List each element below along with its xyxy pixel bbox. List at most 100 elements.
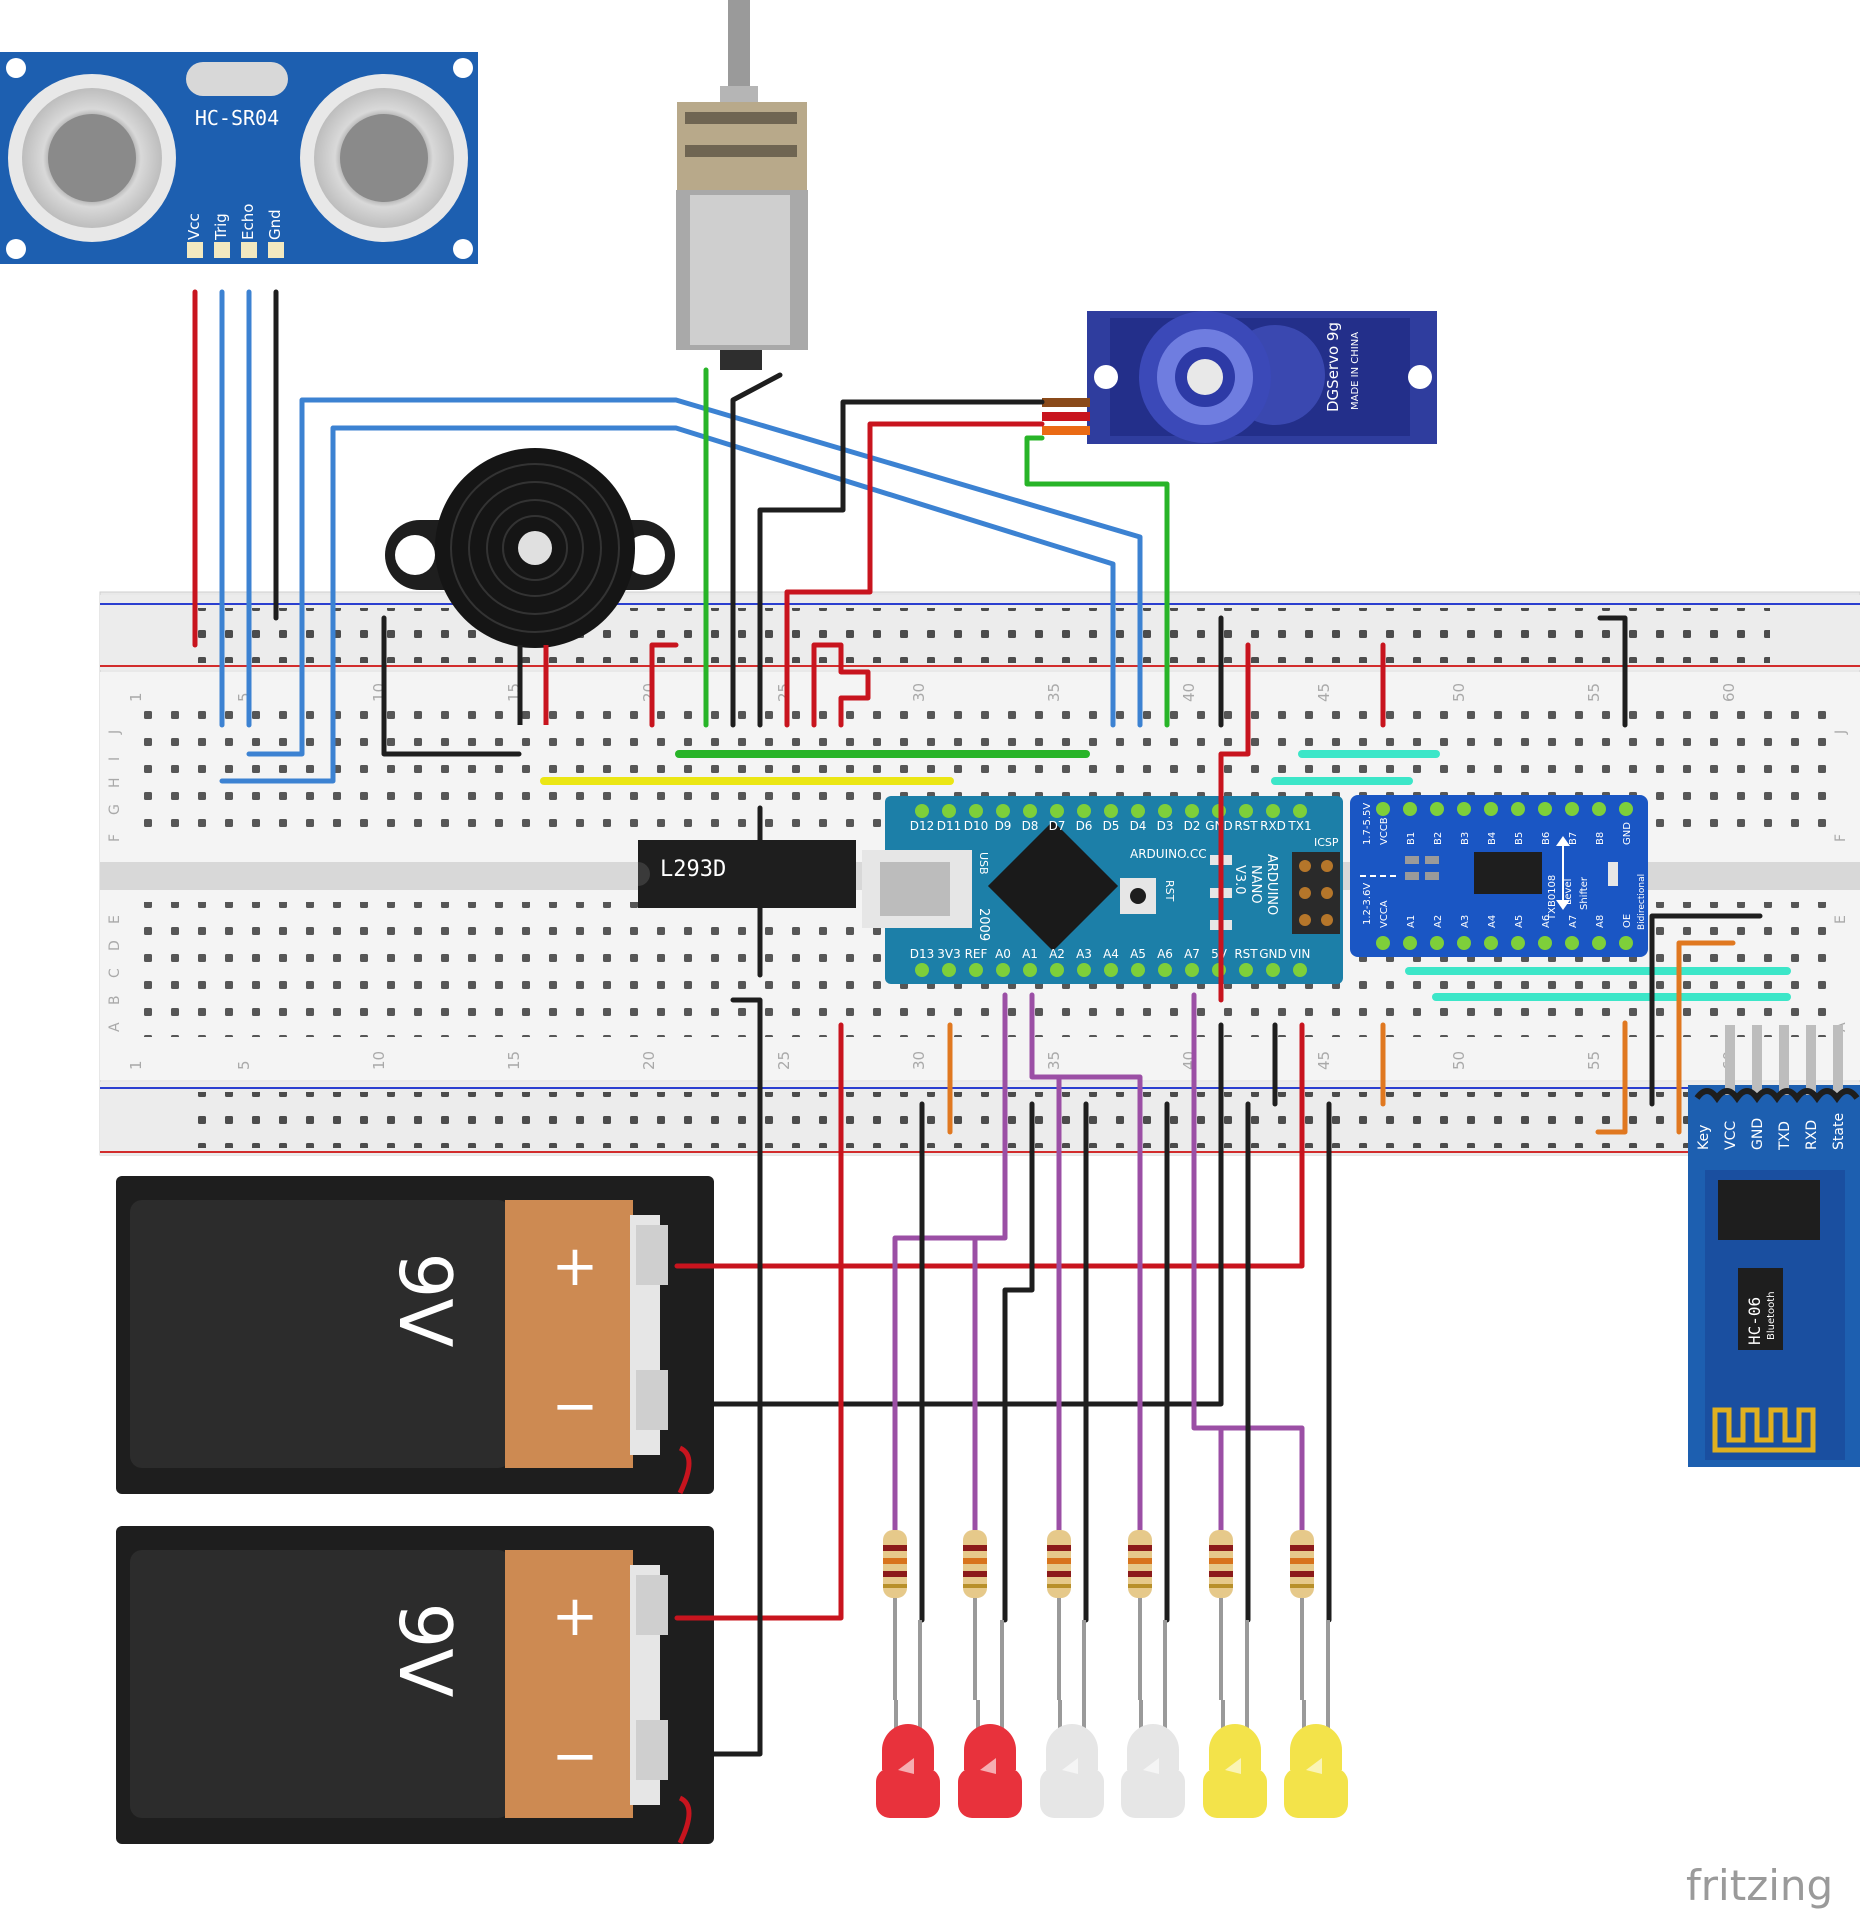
nano-bottom-pin-label: GND [1259, 947, 1287, 961]
col-number-bottom: 20 [640, 1051, 658, 1070]
battery-1-plus: + [552, 1234, 599, 1299]
battery-2-plus: + [552, 1584, 599, 1649]
nano-top-pin-label: D2 [1184, 819, 1201, 833]
ls-top-pad [1430, 802, 1444, 816]
wire-red-jumper-1 [649, 642, 679, 728]
nano-bottom-pin-label: A3 [1076, 947, 1092, 961]
row-letter-d: D [107, 940, 123, 951]
led-body [882, 1724, 934, 1770]
gear-motor [676, 0, 808, 370]
bt-pin-label: State [1831, 1113, 1847, 1150]
led-body [1046, 1724, 1098, 1770]
resistor [883, 1530, 907, 1700]
col-number-bottom: 55 [1585, 1051, 1603, 1070]
bt-model: HC-06 [1745, 1297, 1764, 1345]
nano-bottom-pin-label: A2 [1049, 947, 1065, 961]
nano-bottom-pad [1158, 963, 1172, 977]
col-number-top: 45 [1315, 683, 1333, 702]
nano-top-pin-label: RXD [1260, 819, 1286, 833]
led-body [1127, 1724, 1179, 1770]
nano-top-pin-label: D9 [995, 819, 1012, 833]
sensor-pin-echo-label: Echo [239, 204, 257, 240]
led [1203, 1620, 1267, 1818]
nano-top-pad [1239, 804, 1253, 818]
piezo-buzzer [385, 448, 675, 725]
resistor [1290, 1530, 1314, 1700]
nano-top-pad [1077, 804, 1091, 818]
nano-bottom-pin-label: A5 [1130, 947, 1146, 961]
wire-servo-vcc [784, 421, 1045, 728]
row-letter-g: G [107, 804, 123, 815]
ls-bottom-pin-label: A5 [1514, 915, 1525, 928]
led-group [876, 1620, 1348, 1818]
row-letter-b: B [107, 995, 123, 1005]
nano-top-pad [1131, 804, 1145, 818]
col-number-bottom: 25 [775, 1051, 793, 1070]
led-body [964, 1724, 1016, 1770]
ls-bottom-pin-label: A3 [1460, 915, 1471, 928]
bt-sub: Bluetooth [1766, 1291, 1777, 1340]
wire-led-4 [1056, 1074, 1143, 1533]
row-letter-c: C [107, 968, 123, 978]
nano-bottom-pad [1104, 963, 1118, 977]
ls-top-pin-label: B7 [1568, 832, 1579, 845]
nano-bottom-pin-label: D13 [910, 947, 935, 961]
nano-bottom-pad [1239, 963, 1253, 977]
nano-bottom-pad [969, 963, 983, 977]
nano-brand: ARDUINO.CC [1130, 847, 1207, 861]
ls-bottom-pin-label: A8 [1595, 915, 1606, 928]
ls-bottom-pin-label: A1 [1406, 915, 1417, 928]
ls-title-2: Level [1563, 879, 1574, 905]
wire-bat2-plus [674, 1022, 844, 1621]
nano-top-pad [1266, 804, 1280, 818]
col-number-bottom: 10 [370, 1051, 388, 1070]
bt-pin-label: GND [1750, 1118, 1766, 1150]
ls-top-pin-label: B4 [1487, 832, 1498, 845]
nano-bottom-pin-label: A6 [1157, 947, 1173, 961]
nano-bottom-pad [942, 963, 956, 977]
wire-led-3 [1029, 992, 1062, 1533]
led [958, 1620, 1022, 1818]
nano-model-line-1: ARDUINO [1264, 854, 1279, 915]
ls-top-pin-label: B5 [1514, 832, 1525, 845]
led [1121, 1620, 1185, 1818]
battery-2-minus: − [552, 1724, 599, 1789]
battery-2: + − 9V [116, 1526, 714, 1845]
nano-bottom-pad [1023, 963, 1037, 977]
wire-servo-signal [1024, 435, 1170, 728]
row-letter-a: A [107, 1022, 123, 1032]
ls-top-pin-label: VCCB [1379, 817, 1390, 845]
wire-rail-black-2 [1597, 615, 1628, 728]
nano-top-pin-label: D11 [937, 819, 962, 833]
nano-top-pad [915, 804, 929, 818]
resistor [1047, 1530, 1071, 1700]
nano-top-pad [1050, 804, 1064, 818]
nano-bottom-pad [1077, 963, 1091, 977]
row-letter-f-right: F [1833, 834, 1849, 842]
nano-bottom-pin-label: A4 [1103, 947, 1119, 961]
ls-top-pin-label: B8 [1595, 832, 1606, 845]
wire-bat1-plus [674, 1022, 1305, 1269]
wire-ls-orange [1676, 940, 1736, 1135]
nano-bottom-pin-label: A0 [995, 947, 1011, 961]
ls-bottom-pad [1430, 936, 1444, 950]
row-letter-f: F [107, 834, 123, 842]
ls-bottom-pad [1457, 936, 1471, 950]
col-number-top: 55 [1585, 683, 1603, 702]
wire-echo-route [219, 425, 1116, 784]
nano-rst: RST [1163, 880, 1176, 902]
nano-bottom-pad [1293, 963, 1307, 977]
row-letter-h: H [107, 777, 123, 788]
nano-icsp: ICSP [1314, 836, 1339, 849]
servo-brand: DGServo 9g [1324, 322, 1342, 412]
nano-bottom-pad [1050, 963, 1064, 977]
nano-top-pin-label: D5 [1103, 819, 1120, 833]
row-letter-j: J [107, 730, 123, 735]
ls-bottom-pin-label: OE [1622, 914, 1633, 928]
resistor [1128, 1530, 1152, 1700]
nano-bottom-pin-label: REF [965, 947, 988, 961]
nano-year: 2009 [976, 908, 991, 941]
led [1040, 1620, 1104, 1818]
